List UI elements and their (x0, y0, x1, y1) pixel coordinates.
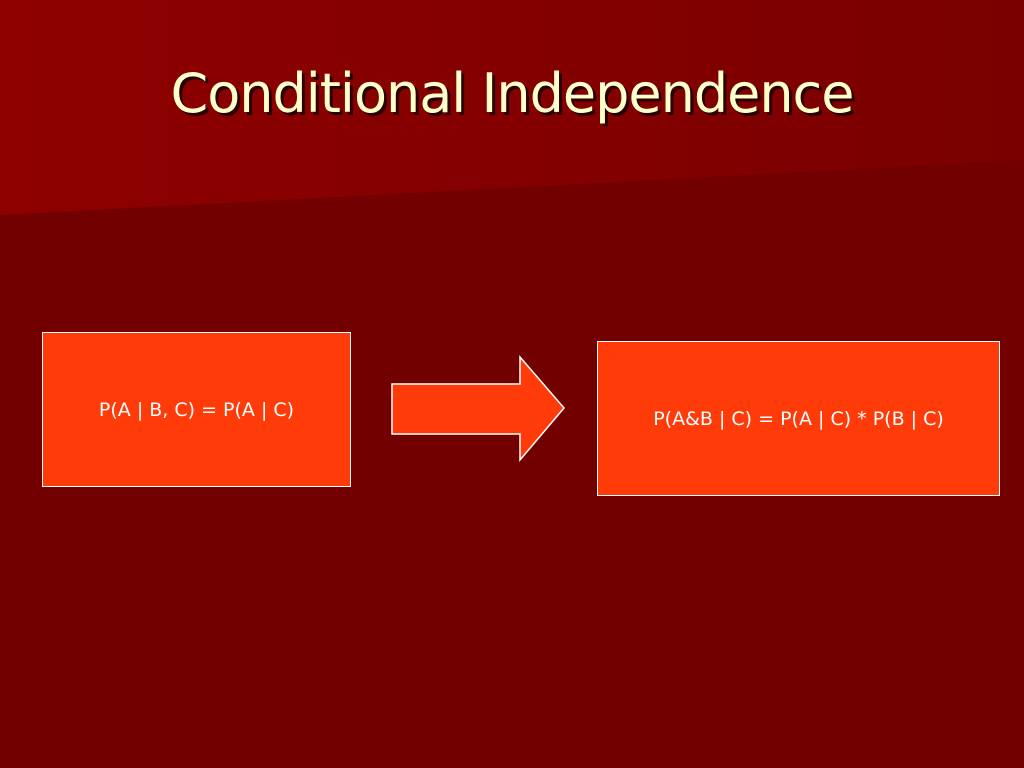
slide-title: Conditional Independence (170, 62, 855, 125)
conclusion-box: P(A&B | C) = P(A | C) * P(B | C) (597, 341, 1000, 496)
conclusion-formula: P(A&B | C) = P(A | C) * P(B | C) (653, 407, 944, 430)
premise-box: P(A | B, C) = P(A | C) (42, 332, 351, 487)
implies-arrow-icon (391, 354, 565, 463)
premise-formula: P(A | B, C) = P(A | C) (98, 399, 295, 421)
